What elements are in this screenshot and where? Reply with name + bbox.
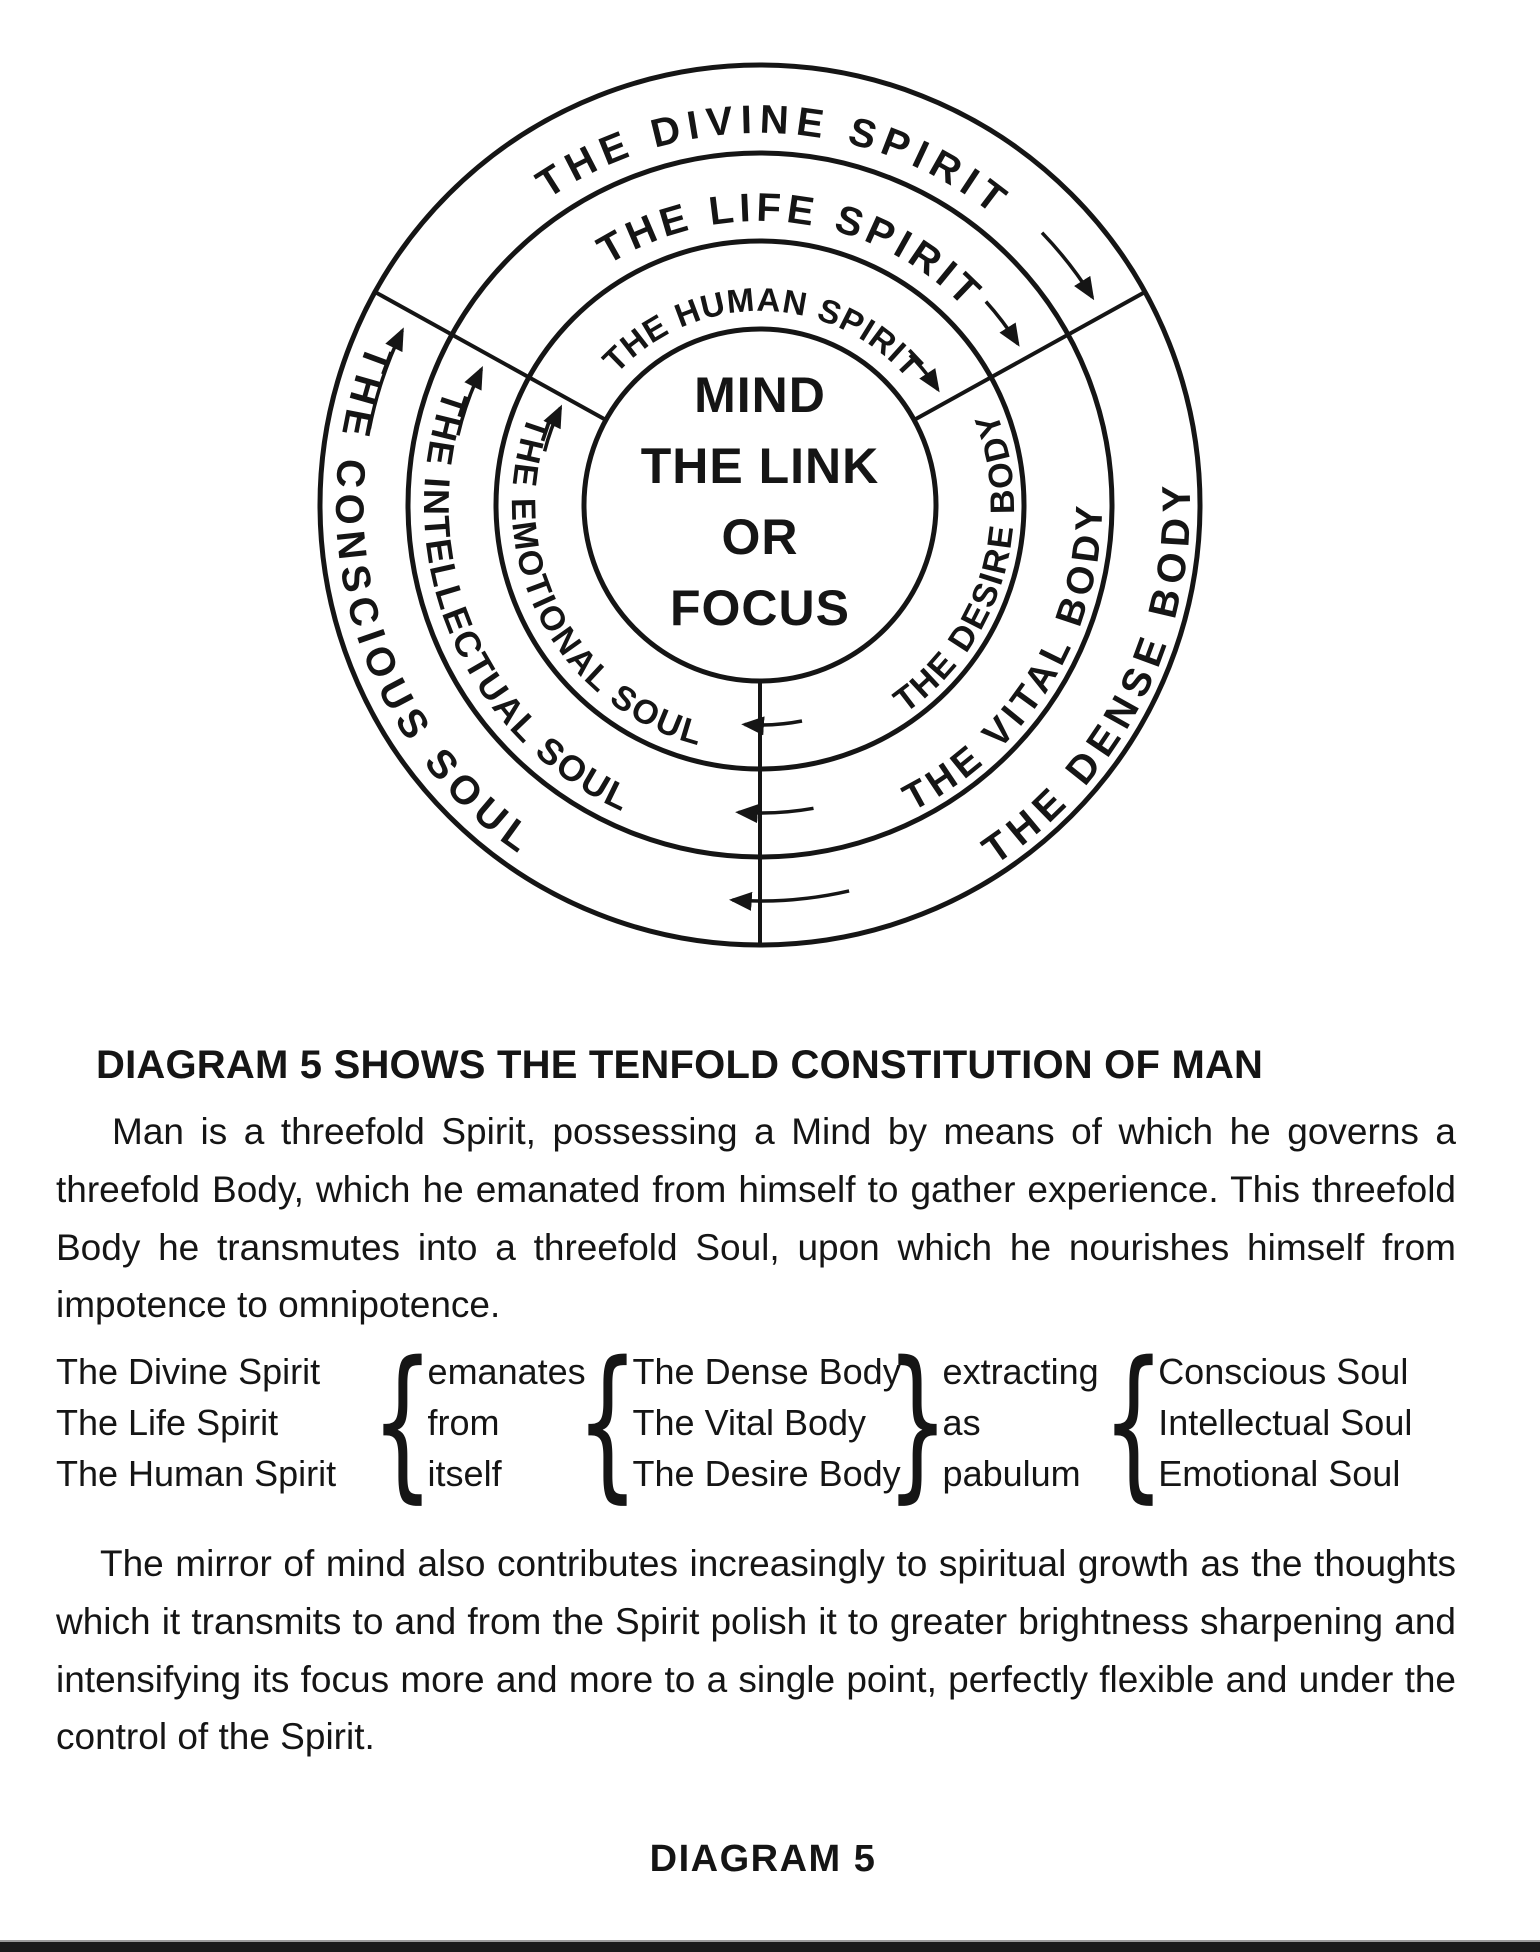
paragraph-1: Man is a threefold Spirit, possessing a … bbox=[56, 1111, 1456, 1326]
page-text-content: DIAGRAM 5 SHOWS THE TENFOLD CONSTITUTION… bbox=[0, 1042, 1540, 1881]
formula-table: The Divine Spirit The Life Spirit The Hu… bbox=[56, 1326, 1470, 1519]
arrow-intellectual-to-life bbox=[456, 366, 483, 436]
formula-cell: The Life Spirit bbox=[56, 1402, 279, 1444]
ring-label-desire-body: THE DESIRE BODY bbox=[887, 407, 1022, 720]
divider-upper-right bbox=[913, 290, 1146, 422]
open-brace: { bbox=[1101, 1326, 1165, 1519]
center-label-or: OR bbox=[722, 509, 799, 565]
divider-upper-left bbox=[374, 290, 607, 422]
emanates-column: emanates from itself bbox=[427, 1346, 586, 1499]
arrow-emotional-to-human bbox=[542, 404, 563, 452]
arrow-conscious-to-divine bbox=[367, 327, 404, 430]
formula-cell: itself bbox=[427, 1453, 502, 1495]
formula-cell: as bbox=[942, 1402, 981, 1444]
formula-cell: The Divine Spirit bbox=[56, 1351, 321, 1393]
paragraph-2: The mirror of mind also contributes incr… bbox=[56, 1543, 1456, 1758]
diagram-caption-heading: DIAGRAM 5 SHOWS THE TENFOLD CONSTITUTION… bbox=[96, 1043, 1264, 1087]
arrow-dense-to-conscious bbox=[728, 889, 850, 911]
diagram-svg: THE DIVINE SPIRIT THE LIFE SPIRIT THE HU… bbox=[317, 62, 1203, 948]
center-label-focus: FOCUS bbox=[670, 580, 850, 636]
formula-cell: The Human Spirit bbox=[56, 1453, 337, 1495]
spirits-column: The Divine Spirit The Life Spirit The Hu… bbox=[56, 1346, 378, 1499]
tenfold-constitution-diagram: THE DIVINE SPIRIT THE LIFE SPIRIT THE HU… bbox=[317, 62, 1203, 948]
center-label-mind: MIND bbox=[694, 367, 826, 423]
center-label-the-link: THE LINK bbox=[641, 438, 880, 494]
formula-cell: Conscious Soul bbox=[1158, 1351, 1409, 1393]
formula-cell: extracting bbox=[942, 1351, 1099, 1393]
formula-cell: The Vital Body bbox=[632, 1402, 867, 1444]
open-brace: { bbox=[576, 1326, 640, 1519]
formula-cell: Intellectual Soul bbox=[1158, 1402, 1413, 1444]
arrow-vital-to-intellectual bbox=[735, 804, 814, 824]
open-brace: { bbox=[371, 1326, 435, 1519]
souls-column: Conscious Soul Intellectual Soul Emotion… bbox=[1158, 1346, 1470, 1499]
formula-cell: from bbox=[427, 1402, 500, 1444]
arrow-human-to-desire bbox=[908, 353, 940, 393]
formula-cell: The Desire Body bbox=[632, 1453, 901, 1495]
diagram-number-label: DIAGRAM 5 bbox=[649, 1837, 877, 1880]
arrow-life-to-vital bbox=[984, 300, 1020, 347]
arrow-divine-to-dense bbox=[1040, 231, 1095, 301]
formula-cell: The Dense Body bbox=[632, 1351, 901, 1393]
formula-cell: emanates bbox=[427, 1351, 586, 1393]
arrow-desire-to-emotional bbox=[741, 716, 803, 736]
bodies-column: The Dense Body The Vital Body The Desire… bbox=[632, 1346, 901, 1499]
formula-cell: Emotional Soul bbox=[1158, 1453, 1401, 1495]
formula-cell: pabulum bbox=[942, 1453, 1081, 1495]
close-brace: } bbox=[886, 1326, 950, 1519]
extracting-column: extracting as pabulum bbox=[943, 1346, 1109, 1499]
page-bottom-scan-edge bbox=[0, 1940, 1540, 1952]
